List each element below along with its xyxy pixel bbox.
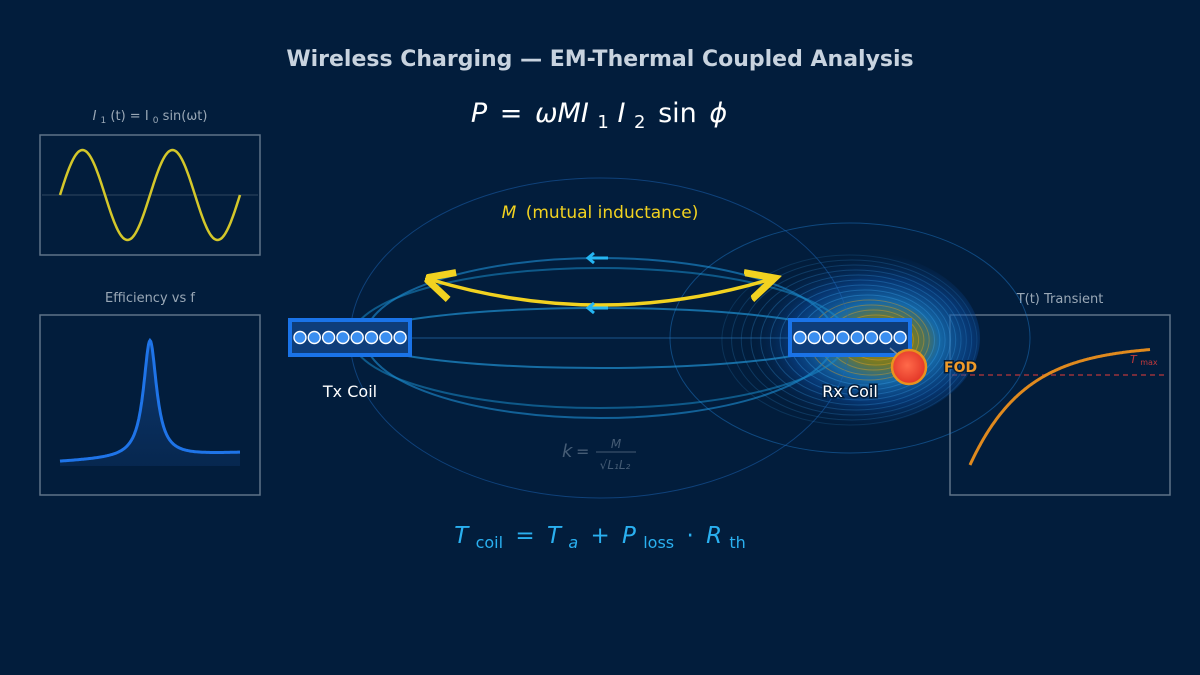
temp-formula-th: th	[729, 533, 745, 552]
mutual-inductance-symbol: M	[502, 203, 517, 223]
transient-panel: T max	[949, 314, 1171, 496]
rx-coil-turn	[850, 330, 864, 345]
temp-formula-loss: loss	[643, 533, 674, 552]
efficiency-panel-title: Efficiency vs f	[105, 291, 195, 306]
tx-coil-turn	[321, 330, 336, 345]
power-eq-sub2: 2	[634, 112, 645, 133]
transient-curve	[968, 348, 1151, 466]
current-formula-sub0: 0	[153, 116, 159, 126]
rx-coil-turn	[864, 330, 879, 345]
power-eq-omega: ωMI	[535, 98, 589, 129]
fod-object	[890, 348, 928, 386]
tx-coil	[288, 318, 412, 357]
efficiency-panel	[39, 314, 261, 496]
heat-contour-ring	[779, 284, 946, 396]
rx-coil-turn	[793, 330, 807, 345]
tx-coil-turn	[293, 330, 307, 345]
tmax-label-sub: max	[1140, 358, 1158, 367]
tx-coil-turn	[379, 330, 393, 345]
current-formula-sub1: 1	[101, 116, 107, 126]
heat-contour-ring	[769, 279, 951, 401]
temp-formula-plus: +	[590, 523, 609, 549]
current-waveform-panel	[39, 134, 261, 256]
tmax-label: T max	[1130, 353, 1158, 367]
coupling-equals: =	[576, 442, 589, 461]
mutual-inductance-label: M (mutual inductance)	[502, 203, 699, 223]
heat-contour-ring	[731, 259, 973, 421]
current-formula-rest: sin(ωt)	[163, 109, 208, 124]
efficiency-curve	[59, 337, 240, 463]
flow-arrow-middle	[585, 301, 608, 315]
power-equation: P = ωMI 1 I 2 sin ϕ	[471, 98, 727, 135]
heat-contour-ring	[721, 254, 978, 426]
flow-arrow-top	[585, 251, 608, 265]
power-eq-phi: ϕ	[709, 98, 727, 129]
temp-formula-ta: T	[547, 523, 563, 549]
coupling-numerator: M	[611, 437, 622, 451]
efficiency-area	[60, 340, 240, 466]
current-formula-t: (t) = I	[110, 109, 148, 124]
coupling-coefficient-formula: k = M √L₁L₂	[562, 437, 636, 472]
fod-label: FOD	[944, 360, 977, 376]
current-formula-i: I	[93, 109, 97, 124]
rx-coil-turn	[807, 330, 821, 345]
tmax-label-t: T	[1130, 353, 1138, 366]
current-formula: I 1 (t) = I 0 sin(ωt)	[93, 109, 208, 127]
temp-formula-t: T	[454, 523, 470, 549]
tx-coil-label: Tx Coil	[322, 382, 377, 401]
power-eq-equals: =	[500, 98, 523, 129]
rx-coil	[788, 318, 912, 357]
mutual-inductance-arrow	[432, 280, 768, 307]
tx-coil-turn	[336, 330, 350, 345]
temp-formula-a: a	[568, 533, 578, 552]
magnetic-field-lines	[349, 177, 851, 499]
page-title: Wireless Charging — EM-Thermal Coupled A…	[286, 47, 913, 72]
temp-formula-coil: coil	[476, 533, 503, 552]
heat-contour-ring	[750, 269, 962, 411]
power-eq-sin: sin	[658, 98, 697, 129]
rx-coil-turn	[893, 330, 907, 345]
temp-formula-dot: ·	[686, 523, 693, 549]
current-sine-wave	[58, 148, 242, 242]
rx-coil-label: Rx Coil	[822, 382, 878, 401]
transient-panel-title: T(t) Transient	[1016, 292, 1104, 307]
field-flow-arrows	[585, 251, 608, 315]
coupling-k: k	[562, 441, 574, 462]
rx-coil-turn	[836, 330, 850, 345]
temp-formula-equals: =	[515, 523, 534, 549]
temp-formula-p: P	[622, 523, 636, 549]
power-eq-p: P	[471, 98, 488, 129]
rx-coil-turn	[821, 330, 836, 345]
tx-coil-turn	[364, 330, 379, 345]
tx-coil-turns	[293, 330, 407, 345]
temperature-formula: T coil = T a + P loss · R th	[454, 523, 746, 554]
temp-formula-r: R	[706, 523, 722, 549]
tx-coil-turn	[393, 330, 407, 345]
mutual-inductance-text: (mutual inductance)	[526, 203, 699, 223]
heat-contour-ring	[760, 274, 957, 406]
tx-coil-turn	[307, 330, 321, 345]
coupling-denominator: √L₁L₂	[600, 458, 631, 472]
heat-contour-ring	[740, 264, 967, 416]
rx-coil-turn	[879, 330, 893, 345]
rx-coil-turns	[793, 330, 907, 345]
power-eq-sub1: 1	[597, 112, 608, 133]
power-eq-i2: I	[617, 98, 625, 129]
tx-coil-turn	[350, 330, 364, 345]
